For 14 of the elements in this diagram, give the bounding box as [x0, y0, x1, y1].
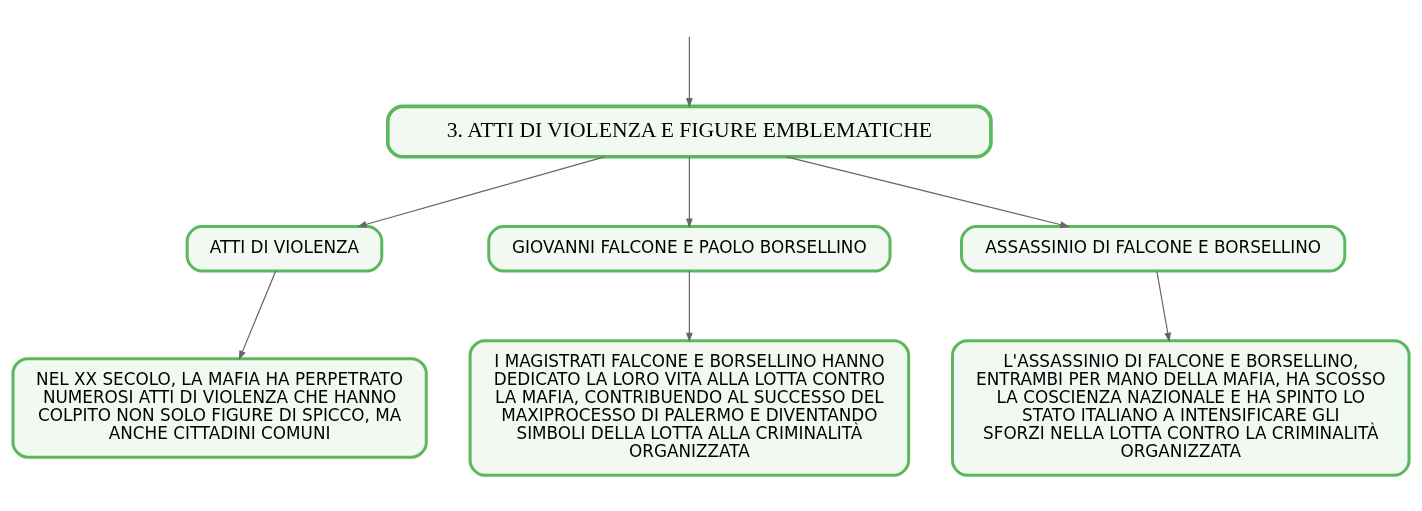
node-box: ASSASSINIO DI FALCONE E BORSELLINO [960, 225, 1347, 273]
arrow [786, 156, 1070, 228]
node-box: L'ASSASSINIO DI FALCONE E BORSELLINO, ENTRAMBI PER MANO DELLA MAFIA, HA SCOSSO LA COSCIENZA NAZIONALE E HA SPINTO LO STATO ITALIANO A INTENSIFICARE GLI SFORZI NELLA LOTTA CONTRO LA CRIMINALITÀ ORGANIZZATA [951, 339, 1411, 477]
arrow [686, 270, 693, 343]
node-box: I MAGISTRATI FALCONE E BORSELLINO HANNO DEDICATO LA LORO VITA ALLA LOTTA CONTRO LA MAFIA, CONTRIBUENDO AL SUCCESSO DEL MAXIPROCESSO DI PALERMO E DIVENTANDO SIMBOLI DELLA LOTTA ALLA CRIMINALITÀ ORGANIZZATA [468, 339, 911, 477]
arrow [238, 270, 277, 361]
arrow [686, 36, 693, 108]
arrow [356, 156, 606, 228]
node-box: 3. ATTI DI VIOLENZA E FIGURE EMBLEMATICHE [386, 104, 993, 159]
node-box: GIOVANNI FALCONE E PAOLO BORSELLINO [487, 225, 892, 273]
arrow [686, 156, 693, 229]
node-box: NEL XX SECOLO, LA MAFIA HA PERPETRATO NUMEROSI ATTI DI VIOLENZA CHE HANNO COLPITO NON SOLO FIGURE DI SPICCO, MA ANCHE CITTADINI COMUNI [11, 357, 428, 459]
arrow [1156, 270, 1172, 343]
node-box: ATTI DI VIOLENZA [185, 225, 384, 273]
